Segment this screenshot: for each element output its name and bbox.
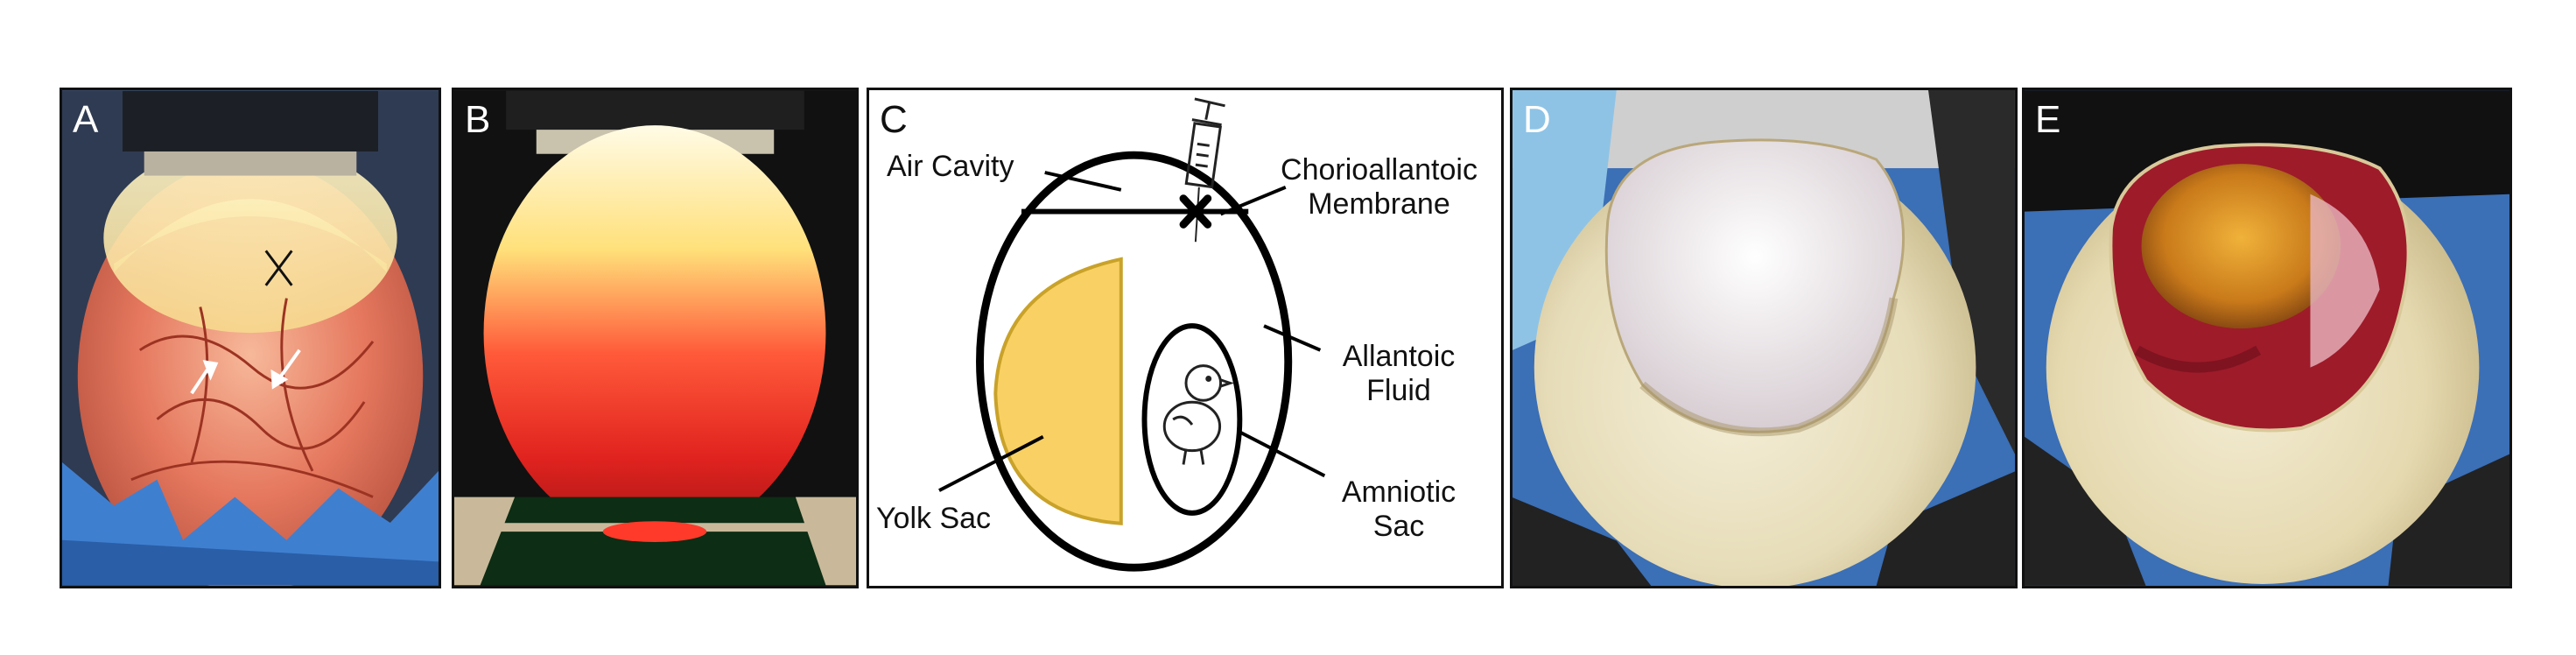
chick-icon <box>1162 364 1235 465</box>
leader-cam <box>1219 185 1287 216</box>
leader-air-cavity <box>1044 171 1122 192</box>
panel-d-opened-egg-photo: D <box>1510 88 2018 588</box>
label-amniotic-sac: Amniotic Sac <box>1341 475 1456 544</box>
panel-label: C <box>880 98 908 141</box>
panel-label: A <box>73 98 99 141</box>
panel-label: E <box>2035 98 2061 141</box>
label-allantoic-fluid: Allantoic Fluid <box>1342 340 1456 408</box>
panel-label: B <box>465 98 491 141</box>
label-chorioallantoic-membrane: Chorioallantoic Membrane <box>1281 153 1478 222</box>
panel-e-image <box>2025 90 2509 586</box>
panel-e-opened-egg-yolk-photo: E <box>2022 88 2512 588</box>
amniotic-sac-outline <box>1141 323 1243 516</box>
panel-d-image <box>1513 90 2015 586</box>
panel-c-egg-schematic: C Air Cavity Chorioallantoic Membrane Al… <box>867 88 1504 588</box>
syringe-icon <box>1184 97 1225 243</box>
leader-amniotic <box>1239 431 1326 478</box>
panel-label: D <box>1523 98 1551 141</box>
x-mark-injection-site <box>264 250 293 286</box>
label-air-cavity: Air Cavity <box>887 150 1014 183</box>
panel-b-image <box>454 90 856 586</box>
panel-b-glowing-egg-photo: B <box>452 88 859 588</box>
yolk-sac-shape <box>993 257 1123 525</box>
label-yolk-sac: Yolk Sac <box>876 502 992 535</box>
schematic-drawing <box>938 97 1326 572</box>
panel-a-image <box>62 90 439 586</box>
leader-allantoic <box>1263 324 1322 352</box>
x-mark-injection-site <box>1179 194 1212 229</box>
panel-a-candled-egg-photo: A <box>60 88 441 588</box>
white-arrows-vessels <box>190 349 301 395</box>
egg-outline <box>976 151 1293 572</box>
leader-yolk <box>938 435 1044 492</box>
